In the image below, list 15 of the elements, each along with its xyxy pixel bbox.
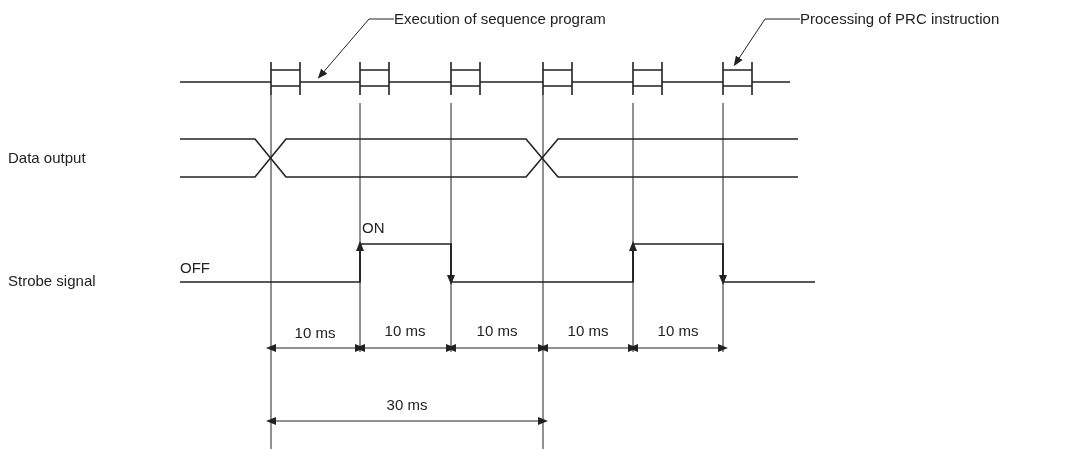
dimension-label: 10 ms <box>384 322 426 340</box>
state-label: OFF <box>180 259 210 277</box>
dimension-label: 10 ms <box>657 322 699 340</box>
dimension-label: 30 ms <box>386 396 428 414</box>
callout-text: Processing of PRC instruction <box>800 10 1000 28</box>
leader-line <box>317 18 395 79</box>
leader-line <box>733 18 801 67</box>
dimension-label: 10 ms <box>567 322 609 340</box>
dimension-label: 10 ms <box>294 324 336 342</box>
state-label: ON <box>362 219 385 237</box>
signal-name: Strobe signal <box>8 272 96 290</box>
signal-name: Data output <box>8 149 86 167</box>
processing-box <box>722 62 753 95</box>
dimension-label: 10 ms <box>476 322 518 340</box>
callout-text: Execution of sequence program <box>394 10 606 28</box>
